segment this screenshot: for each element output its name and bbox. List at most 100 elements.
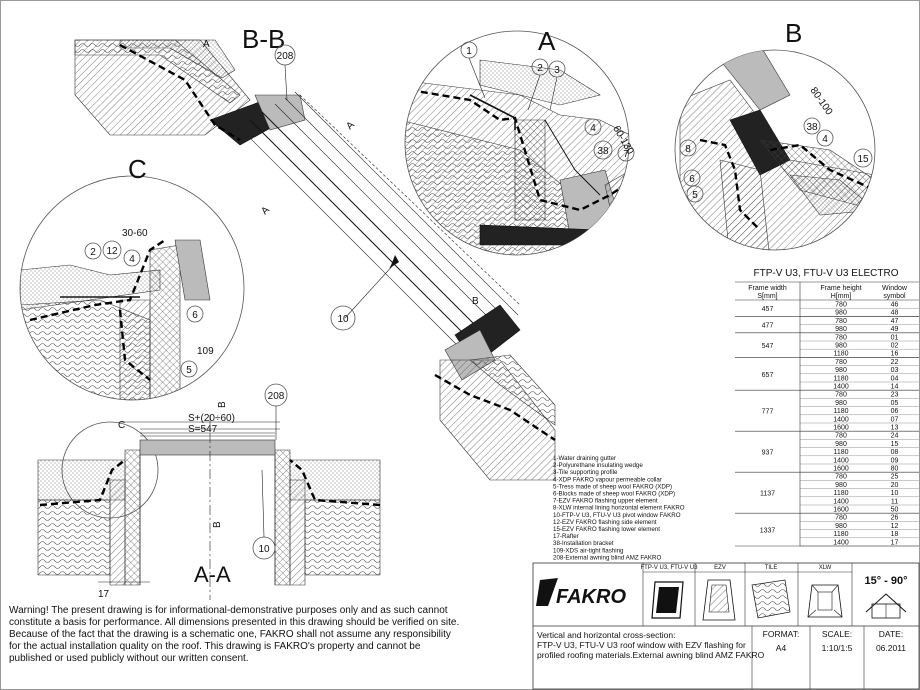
size-table-symbol: 50 [891,507,899,514]
size-table-title: FTP-V U3, FTU-V U3 ELECTRO [753,268,898,279]
section-a-marker-mid: A [344,119,357,132]
legend-item: 10-FTP-V U3, FTU-V U3 pivot window FAKRO [553,512,681,519]
legend-item: 38-Installation bracket [553,540,614,547]
section-aa [37,415,381,600]
section-b-marker-aa-bottom: B [212,521,223,528]
warning-line-3: Because of the fact that the drawing is … [9,629,451,640]
legend-item: 2-Polyurethane insulating wedge [553,462,643,469]
legend-item: 17-Rafter [553,533,579,540]
callout-b-38: 38 [806,122,818,133]
size-table-header: symbol [883,293,906,300]
callout-a-4: 4 [590,123,596,134]
size-table-height: 1600 [833,507,849,514]
dimension-aa-2: S=547 [188,424,218,435]
size-table-height: 780 [835,359,847,366]
size-table-symbol: 09 [891,457,899,464]
callout-aa-208: 208 [268,391,285,402]
size-table-header: Frame width [748,285,787,292]
size-table-height: 1600 [833,466,849,473]
warning-line-1: Warning! The present drawing is for info… [9,605,448,616]
size-table-symbol: 08 [891,449,899,456]
size-table-height: 980 [835,326,847,333]
section-bb-title: B-B [242,24,285,54]
size-table-symbol: 04 [891,375,899,382]
size-table-height: 980 [835,367,847,374]
tb-format-label: FORMAT: [763,629,800,639]
tb-format-value: A4 [776,643,787,653]
size-table-symbol: 18 [891,531,899,538]
tb-date-label: DATE: [879,629,903,639]
size-table-symbol: 23 [891,392,899,399]
size-table-width: 547 [762,343,774,350]
size-table-symbol: 49 [891,326,899,333]
warning-line-2: constitute a basis for performance. All … [9,617,459,628]
size-table-height: 980 [835,441,847,448]
size-table-height: 1180 [833,351,848,358]
dimension-aa-1: S+(20÷60) [188,413,235,424]
size-table-height: 1180 [833,375,848,382]
size-table-height: 1400 [833,384,849,391]
callout-c-5: 5 [186,365,192,376]
title-block: FAKRO FTP-V U3, FTU-V U3 EZV TILE XLW 15… [532,562,920,690]
size-table-symbol: 16 [891,351,899,358]
callout-circle-center-10 [330,305,356,331]
callout-a-38: 38 [597,146,609,157]
size-table-header: Window [882,285,908,292]
callout-c-4: 4 [129,254,135,265]
xlw-lining-pictogram [807,584,843,618]
detail-c [19,175,245,401]
size-table-header: Frame height [820,285,861,292]
tb-date-value: 06.2011 [876,643,906,653]
size-table-symbol: 05 [891,400,899,407]
size-table-height: 1180 [833,531,848,538]
size-table-height: 980 [835,400,847,407]
section-c-marker-aa: C [118,420,125,431]
size-table-symbol: 11 [891,498,898,505]
size-table-width: 937 [762,450,774,457]
size-table-symbol: 17 [891,539,899,546]
size-table-height: 1180 [833,490,848,497]
size-table-symbol: 80 [891,466,899,473]
legend-item: 12-EZV FAKRO flashing side element [553,519,657,526]
callout-circle-b-6 [683,169,701,187]
size-table-header: H[mm] [831,293,852,300]
callout-bb-208: 208 [277,51,294,62]
size-table-symbol: 03 [891,367,899,374]
section-aa-title: A-A [194,562,231,587]
callout-b-5: 5 [692,190,698,201]
size-table-height: 780 [835,474,847,481]
legend-item: 8-XLW internal lining horizontal element… [553,505,685,512]
callout-a-7: 7 [623,149,629,160]
size-table-symbol: 24 [891,433,899,440]
detail-b-title: B [785,18,802,48]
section-bb-main [74,39,556,481]
size-table-symbol: 22 [891,359,899,366]
tb-description-line-2: FTP-V U3, FTU-V U3 roof window with EZV … [537,640,746,650]
size-table-symbol: 02 [891,343,899,350]
size-table-height: 1400 [833,457,849,464]
callout-circle-b-4 [816,129,834,147]
tb-scale-label: SCALE: [822,629,852,639]
legend-item: 7-EZV FAKRO flashing upper element [553,498,658,505]
roof-angle-icon [865,593,907,619]
size-table-height: 1600 [833,425,849,432]
warning-note: Warning! The present drawing is for info… [9,605,459,664]
dimension-c: 30-60 [122,228,148,239]
detail-a-title: A [538,26,556,56]
size-table-height: 780 [835,433,847,440]
callout-circle-b-8 [679,139,697,157]
tb-col-window: FTP-V U3, FTU-V U3 [640,565,698,571]
warning-line-4: for the actual installation quality on t… [9,641,421,652]
size-table-symbol: 06 [891,408,899,415]
section-a-marker-upper: A [203,39,210,50]
size-table-height: 1400 [833,498,849,505]
callout-circle-b-38 [803,117,821,135]
warning-line-5: published or used publicly without our w… [9,653,249,664]
callout-circle-c-4 [123,249,141,267]
callout-a-2: 2 [537,63,543,74]
size-table-height: 980 [835,343,847,350]
callout-c-12: 12 [106,246,118,257]
angle-range: 15° - 90° [864,575,907,587]
